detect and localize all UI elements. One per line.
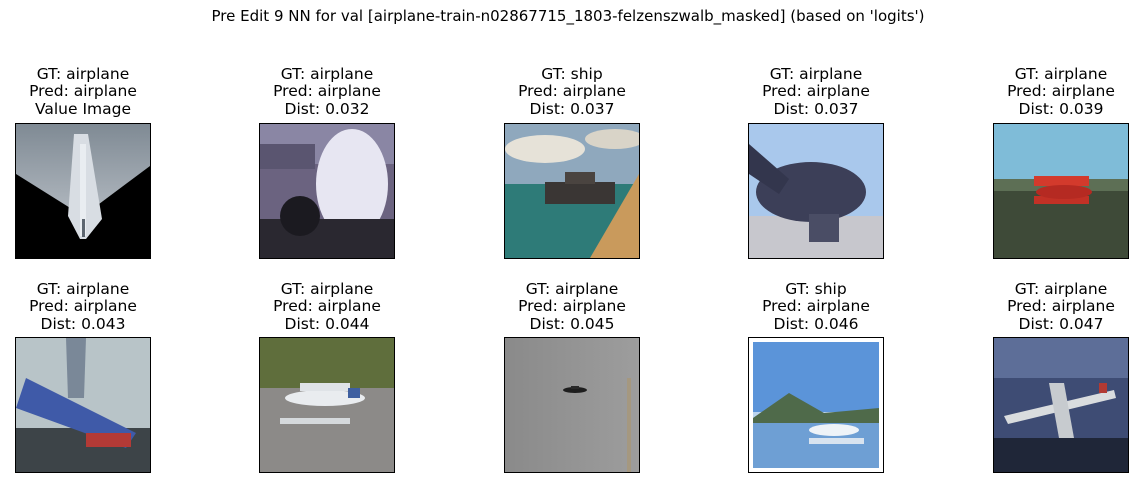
pred-label: Pred: airplane bbox=[1007, 82, 1115, 101]
neighbor-thumbnail bbox=[259, 337, 395, 473]
neighbor-thumbnail bbox=[504, 337, 640, 473]
ship-image bbox=[749, 338, 883, 472]
panel-caption: GT: airplane Pred: airplane Dist: 0.047 bbox=[953, 280, 1136, 333]
neighbor-thumbnail bbox=[259, 123, 395, 259]
gt-label: GT: airplane bbox=[280, 280, 374, 298]
pred-label: Pred: airplane bbox=[518, 82, 626, 101]
gt-label: GT: airplane bbox=[769, 65, 863, 83]
dist-label: Dist: 0.037 bbox=[529, 99, 615, 118]
dist-label: Dist: 0.032 bbox=[284, 99, 370, 118]
ship-image bbox=[505, 124, 639, 258]
dist-label: Dist: 0.044 bbox=[284, 314, 370, 333]
pred-label: Pred: airplane bbox=[29, 82, 137, 101]
neighbor-thumbnail bbox=[993, 123, 1129, 259]
neighbor-thumbnail bbox=[748, 337, 884, 473]
pred-label: Pred: airplane bbox=[1007, 297, 1115, 316]
panel-caption: GT: airplane Pred: airplane Dist: 0.032 bbox=[219, 65, 435, 118]
airplane-image bbox=[16, 338, 150, 472]
dist-label: Dist: 0.037 bbox=[773, 99, 859, 118]
panel-caption: GT: airplane Pred: airplane Value Image bbox=[0, 65, 191, 118]
neighbor-thumbnail bbox=[504, 123, 640, 259]
panel-caption: GT: ship Pred: airplane Dist: 0.046 bbox=[708, 280, 924, 333]
panel-caption: GT: airplane Pred: airplane Dist: 0.037 bbox=[708, 65, 924, 118]
gt-label: GT: airplane bbox=[1014, 65, 1108, 83]
airplane-image bbox=[505, 338, 639, 472]
gt-label: GT: airplane bbox=[36, 65, 130, 83]
value-image-label: Value Image bbox=[34, 99, 132, 118]
airplane-image bbox=[260, 338, 394, 472]
figure-title: Pre Edit 9 NN for val [airplane-train-n0… bbox=[211, 7, 925, 25]
panel-caption: GT: airplane Pred: airplane Dist: 0.045 bbox=[464, 280, 680, 333]
airplane-image bbox=[994, 124, 1128, 258]
airplane-image bbox=[994, 338, 1128, 472]
value-image-thumbnail bbox=[15, 123, 151, 259]
gt-label: GT: airplane bbox=[525, 280, 619, 298]
pred-label: Pred: airplane bbox=[518, 297, 626, 316]
pred-label: Pred: airplane bbox=[762, 297, 870, 316]
pred-label: Pred: airplane bbox=[29, 297, 137, 316]
pred-label: Pred: airplane bbox=[762, 82, 870, 101]
panel-caption: GT: ship Pred: airplane Dist: 0.037 bbox=[464, 65, 680, 118]
dist-label: Dist: 0.043 bbox=[40, 314, 126, 333]
gt-label: GT: ship bbox=[541, 65, 603, 83]
dist-label: Dist: 0.039 bbox=[1018, 99, 1104, 118]
gt-label: GT: airplane bbox=[1014, 280, 1108, 298]
gt-label: GT: ship bbox=[785, 280, 847, 298]
panel-caption: GT: airplane Pred: airplane Dist: 0.044 bbox=[219, 280, 435, 333]
airplane-image bbox=[260, 124, 394, 258]
dist-label: Dist: 0.046 bbox=[773, 314, 859, 333]
dist-label: Dist: 0.045 bbox=[529, 314, 615, 333]
pred-label: Pred: airplane bbox=[273, 297, 381, 316]
gt-label: GT: airplane bbox=[36, 280, 130, 298]
dist-label: Dist: 0.047 bbox=[1018, 314, 1104, 333]
gt-label: GT: airplane bbox=[280, 65, 374, 83]
neighbor-thumbnail bbox=[748, 123, 884, 259]
neighbor-thumbnail bbox=[15, 337, 151, 473]
airplane-image bbox=[749, 124, 883, 258]
pred-label: Pred: airplane bbox=[273, 82, 381, 101]
panel-caption: GT: airplane Pred: airplane Dist: 0.039 bbox=[953, 65, 1136, 118]
airplane-image bbox=[16, 124, 150, 258]
panel-caption: GT: airplane Pred: airplane Dist: 0.043 bbox=[0, 280, 191, 333]
neighbor-thumbnail bbox=[993, 337, 1129, 473]
